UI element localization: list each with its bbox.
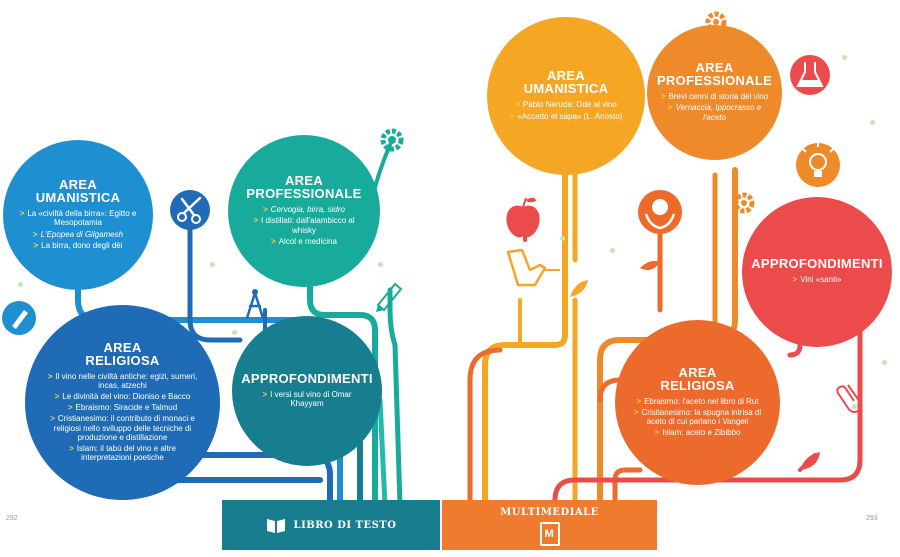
list-item: >Cervogia, birra, sidro [263,205,345,215]
list-item: >Vini «santi» [792,275,842,285]
list-item: >Il vino nelle civiltà antiche: egizi, s… [47,371,198,390]
right-approfondimenti: APPROFONDIMENTI >Vini «santi» [742,197,892,347]
right-religiosa-list: >Ebraismo: l'aceto nel libro di Rut >Cri… [631,397,765,440]
list-item: >La birra, dono degli dèi [33,240,123,250]
list-item: >Pablo Neruda: Ode al vino [515,100,617,110]
left-area-religiosa: AREA RELIGIOSA >Il vino nelle civiltà an… [25,305,220,500]
libro-di-testo-label: LIBRO DI TESTO [293,519,397,531]
list-item: >Ebraismo: Siracide e Talmud [67,403,178,413]
multimediale-bar[interactable]: MULTIMEDIALE M [442,500,657,550]
left-professionale-title: AREA PROFESSIONALE [246,173,362,202]
list-item: >Islam: aceto e Zibibbo [654,428,741,438]
decor-dot [842,55,847,60]
left-umanistica-list: >La «civiltà della birra»: Egitto e Meso… [19,209,137,252]
left-religiosa-list: >Il vino nelle civiltà antiche: egizi, s… [44,372,202,465]
right-umanistica-list: >Pablo Neruda: Ode al vino >«Accetto et … [498,100,634,122]
right-professionale-list: >Brevi cenni di storia del vino >Vernacc… [659,92,771,124]
list-item: >Vernaccia, Ippocrasso e l'aceto [667,103,762,122]
decor-dot [882,360,887,365]
list-item: >«Accetto et sapa» (L. Ariosto) [509,111,623,121]
list-item: >Le divinità del vino: Dioniso e Bacco [54,392,191,402]
list-item: >Alcol e medicina [271,236,337,246]
list-item: >Ebraismo: l'aceto nel libro di Rut [636,396,759,406]
left-approfondimenti-title: APPROFONDIMENTI [241,370,373,386]
left-area-professionale: AREA PROFESSIONALE >Cervogia, birra, sid… [228,135,380,287]
right-area-umanistica: AREA UMANISTICA >Pablo Neruda: Ode al vi… [487,17,645,175]
list-item: >Brevi cenni di storia del vino [660,92,769,102]
decor-dot [852,404,857,409]
right-approfondimenti-title: APPROFONDIMENTI [751,256,883,272]
right-area-religiosa: AREA RELIGIOSA >Ebraismo: l'aceto nel li… [615,320,780,485]
list-item: >La «civiltà della birra»: Egitto e Meso… [19,209,137,228]
book-icon [266,519,285,533]
page-number-left: 292 [6,515,18,522]
right-religiosa-title: AREA RELIGIOSA [660,364,735,393]
list-item: >Cristianesimo: la spugna intrisa di ace… [633,407,762,426]
decor-dot [210,262,215,267]
left-area-umanistica: AREA UMANISTICA >La «civiltà della birra… [3,140,153,290]
list-item: >Islam: il tabù del vino e altre interpr… [69,443,176,463]
page-number-right: 293 [866,515,878,522]
decor-dot [870,120,875,125]
list-item: >I versi sul vino di Omar Khayyam [262,389,352,408]
right-area-professionale: AREA PROFESSIONALE >Brevi cenni di stori… [647,25,782,160]
list-item: >L'Epopea di Gilgamesh [32,229,124,239]
decor-dot [232,330,237,335]
decor-dot [560,236,565,241]
left-approfondimenti: APPROFONDIMENTI >I versi sul vino di Oma… [232,316,382,466]
decor-dot [378,262,383,267]
decor-dot [18,282,23,287]
right-professionale-title: AREA PROFESSIONALE [656,60,773,89]
list-item: >I distillati: dall'alambicco al whisky [253,216,355,235]
left-religiosa-title: AREA RELIGIOSA [85,339,160,368]
libro-di-testo-bar[interactable]: LIBRO DI TESTO [222,500,440,550]
right-umanistica-title: AREA UMANISTICA [523,68,609,97]
multimediale-label: MULTIMEDIALE [500,506,599,518]
list-item: >Cristianesimo: il contributo di monaci … [50,414,195,442]
m-badge-icon: M [539,521,560,546]
left-approfondimenti-list: >I versi sul vino di Omar Khayyam [259,390,355,410]
right-approfondimenti-list: >Vini «santi» [772,275,862,286]
left-professionale-list: >Cervogia, birra, sidro >I distillati: d… [244,205,364,248]
decor-dot [610,248,615,253]
left-umanistica-title: AREA UMANISTICA [35,177,121,206]
